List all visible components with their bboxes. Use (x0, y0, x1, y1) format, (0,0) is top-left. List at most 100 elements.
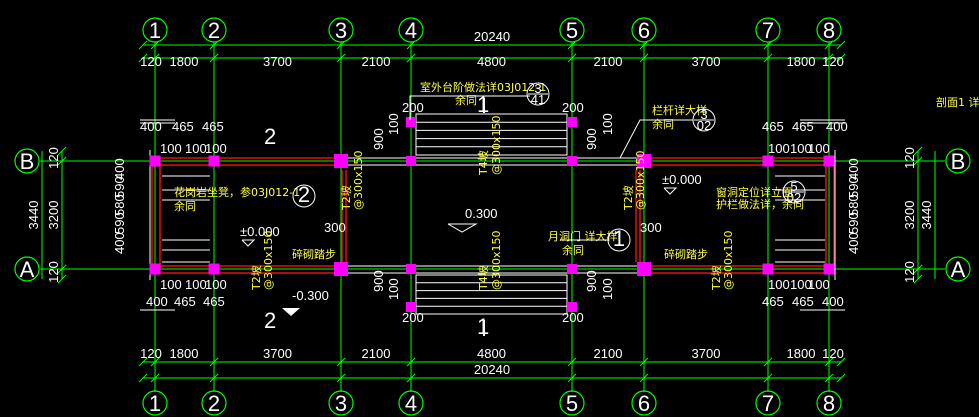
dim-tick (57, 274, 67, 284)
note-outdoor-steps: 室外台阶做法详03J012-1 (420, 80, 546, 94)
axis-bubble-top-4 (398, 17, 424, 43)
dim-tick (763, 40, 773, 50)
dim-tick (138, 53, 148, 63)
dim-tick (639, 373, 649, 383)
side-dim-edge-bottom: 120 (902, 261, 917, 283)
dim-tick (150, 357, 160, 367)
axis-label-top-8: 8 (823, 18, 835, 43)
segment-dim-label: 1800 (787, 346, 816, 361)
axis-label-top-1: 1 (149, 18, 161, 43)
dim-tick (639, 357, 649, 367)
dim-tick (824, 40, 834, 50)
dim-tick (567, 373, 577, 383)
bay-dim-top-left-1: 465 (172, 119, 194, 134)
slope-label-6: T2坡 (622, 185, 635, 211)
section-mark-1-top: 1 (477, 92, 489, 117)
column-14 (762, 263, 774, 275)
column-4 (567, 156, 577, 166)
detail-bubble-num: 1 (613, 226, 625, 251)
axis-label-top-6: 6 (638, 18, 650, 43)
segment-dim-label: 3700 (263, 346, 292, 361)
slope-label-9: @300x150 (262, 230, 275, 290)
stair-dim-left-top: 200 (402, 100, 424, 115)
bay-dim-bottom-left-2: 465 (203, 294, 225, 309)
stair-dim-height: 900 (371, 128, 386, 150)
bay-dim-bottom-right-2: 400 (822, 294, 844, 309)
dim-tick (209, 53, 219, 63)
axis-bubble-bottom-2 (201, 390, 227, 416)
detail-bubble-sheet: 02 (787, 190, 801, 205)
stair-dim-side: 100 (386, 278, 401, 300)
slope-label-4: T2坡 (340, 185, 353, 211)
elevation-mark-minus (282, 308, 300, 316)
slope-label-1: @300x150 (490, 115, 503, 175)
note-moon-gate: 月洞门 详大样 (548, 229, 618, 243)
dim-tick (336, 357, 346, 367)
axis-label-bottom-2: 2 (208, 391, 220, 416)
small-dim: 100 (808, 277, 830, 292)
axis-label-side-3: A (951, 257, 966, 282)
elevation-minus: -0.300 (292, 288, 329, 303)
column-2 (334, 154, 348, 168)
bay-dim-top-right-1: 465 (792, 119, 814, 134)
vertical-dim-left: 400 (112, 158, 127, 180)
side-dim-edge-top: 120 (902, 147, 917, 169)
axis-bubble-bottom-5 (559, 390, 585, 416)
column-13 (637, 262, 651, 276)
bay-dim-bottom-right-0: 465 (762, 294, 784, 309)
dim-tick (913, 274, 923, 284)
dim-tick (567, 53, 577, 63)
stair-column-1 (567, 117, 577, 127)
dim-tick (913, 264, 923, 274)
segment-dim-label: 1800 (787, 54, 816, 69)
dim-tick (406, 357, 416, 367)
axis-label-top-5: 5 (566, 18, 578, 43)
stair-column-0 (406, 117, 416, 127)
elevation-mark-right (663, 187, 678, 195)
detail-bubble-sheet: 41 (531, 92, 545, 107)
slope-label-8: T2坡 (250, 265, 263, 291)
slope-label-0: T4坡 (477, 150, 490, 176)
dim-tick (57, 146, 67, 156)
column-7 (823, 155, 835, 167)
small-dim: 100 (768, 141, 790, 156)
column-10 (334, 262, 348, 276)
dim-tick (209, 357, 219, 367)
stair-dim-right-top: 200 (562, 100, 584, 115)
note-same-as-1: 余同 (455, 93, 477, 107)
dim-tick (336, 373, 346, 383)
vertical-dim-left: 590 (112, 212, 127, 234)
dim-tick (336, 53, 346, 63)
stair-dim-side: 100 (386, 113, 401, 135)
side-dim-inner-label: 3200 (902, 201, 917, 230)
column-15 (823, 263, 835, 275)
column-12 (567, 264, 577, 274)
small-dim: 100 (768, 277, 790, 292)
columns (149, 117, 835, 312)
slope-label-7: @300x150 (634, 150, 647, 210)
vertical-dim-left: 590 (112, 176, 127, 198)
small-dim: 100 (790, 277, 812, 292)
column-0 (149, 155, 161, 167)
axis-label-bottom-7: 7 (762, 391, 774, 416)
axis-bubble-bottom-7 (755, 390, 781, 416)
detail-bubble-num: 3 (700, 107, 707, 122)
note-same-as-4: 余同 (562, 243, 584, 257)
section-mark-2-bottom: 2 (264, 308, 276, 333)
axis-bubble-top-1 (142, 17, 168, 43)
segment-dim-label: 1800 (170, 54, 199, 69)
stair-dim-left-bottom: 200 (402, 310, 424, 325)
dim-tick (57, 264, 67, 274)
dim-tick (138, 40, 148, 50)
overall-length-label: 20240 (474, 362, 510, 377)
column-8 (149, 263, 161, 275)
detail-bubble-num: 2 (298, 182, 310, 207)
axis-label-bottom-6: 6 (638, 391, 650, 416)
side-dim-total-label: 3440 (26, 201, 41, 230)
overall-length-label: 20240 (474, 29, 510, 44)
dim-tick (824, 53, 834, 63)
elevation-mark-center (447, 223, 478, 233)
column-1 (208, 155, 220, 167)
